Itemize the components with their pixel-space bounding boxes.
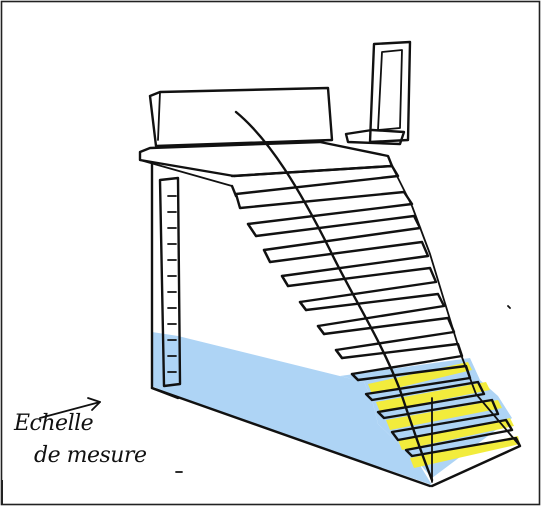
caption-line-2: de mesure (14, 440, 184, 472)
speck-mark (508, 306, 510, 308)
caption-line-1: Echelle (14, 408, 184, 440)
window-frame (346, 42, 410, 144)
scale-caption: Echelle de mesure (14, 408, 184, 472)
